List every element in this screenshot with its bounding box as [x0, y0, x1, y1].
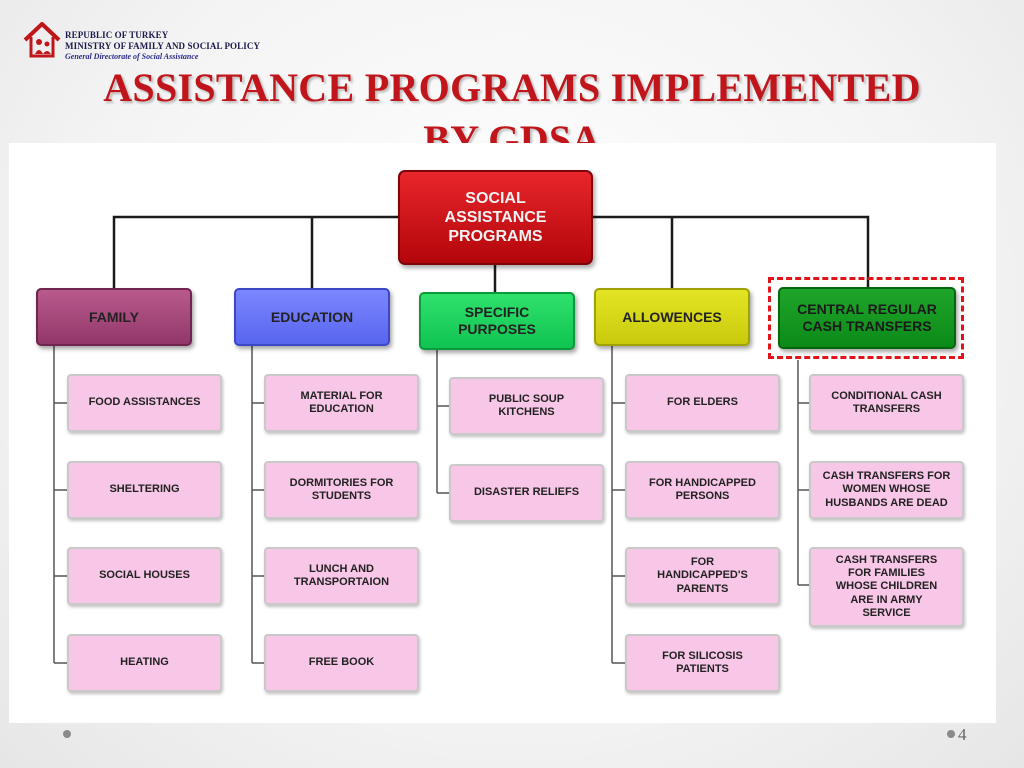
- leaf-free-book: FREE BOOK: [264, 634, 419, 692]
- leaf-dormitories-text: DORMITORIES FOR STUDENTS: [289, 476, 394, 502]
- root-node-social-assistance-programs: SOCIAL ASSISTANCE PROGRAMS: [398, 170, 593, 265]
- ministry-header: REPUBLIC OF TURKEY MINISTRY OF FAMILY AN…: [65, 30, 260, 62]
- leaf-for-handicappeds-parents: FOR HANDICAPPED'S PARENTS: [625, 547, 780, 605]
- ministry-logo-icon: [22, 20, 62, 60]
- leaf-sheltering: SHELTERING: [67, 461, 222, 519]
- leaf-food-assistances: FOOD ASSISTANCES: [67, 374, 222, 432]
- leaf-dormitories-for-students: DORMITORIES FOR STUDENTS: [264, 461, 419, 519]
- leaf-material-for-education-text: MATERIAL FOR EDUCATION: [300, 389, 383, 415]
- leaf-social-houses: SOCIAL HOUSES: [67, 547, 222, 605]
- root-label-line-3: PROGRAMS: [448, 228, 543, 246]
- leaf-handicapped-persons-text: FOR HANDICAPPED PERSONS: [649, 476, 756, 502]
- footer-bullet-right: [947, 730, 955, 738]
- footer-bullet-left: [63, 730, 71, 738]
- category-family: FAMILY: [36, 288, 192, 346]
- ministry-line-2: MINISTRY OF FAMILY AND SOCIAL POLICY: [65, 41, 261, 51]
- leaf-handicappeds-parents-text: FOR HANDICAPPED'S PARENTS: [657, 556, 748, 595]
- root-label-line-2: ASSISTANCE: [444, 208, 547, 226]
- category-specific-purposes: SPECIFIC PURPOSES: [419, 292, 575, 350]
- category-central-regular-cash-transfers: CENTRAL REGULAR CASH TRANSFERS: [778, 287, 956, 349]
- leaf-for-elders: FOR ELDERS: [625, 374, 780, 432]
- root-label-line-1: SOCIAL: [465, 189, 526, 207]
- page-number: 4: [958, 725, 967, 744]
- leaf-cash-transfers-women: CASH TRANSFERS FOR WOMEN WHOSE HUSBANDS …: [809, 461, 964, 519]
- highlight-dashed-frame: [768, 277, 964, 359]
- category-central-label: CENTRAL REGULAR CASH TRANSFERS: [797, 301, 937, 334]
- leaf-disaster-reliefs: DISASTER RELIEFS: [449, 464, 604, 522]
- category-education: EDUCATION: [234, 288, 390, 346]
- leaf-public-soup-kitchens: PUBLIC SOUP KITCHENS: [449, 377, 604, 435]
- ministry-line-1: REPUBLIC OF TURKEY: [65, 30, 169, 40]
- leaf-soup-text: PUBLIC SOUP KITCHENS: [488, 392, 565, 418]
- leaf-conditional-text: CONDITIONAL CASH TRANSFERS: [831, 389, 942, 415]
- leaf-for-handicapped-persons: FOR HANDICAPPED PERSONS: [625, 461, 780, 519]
- ministry-line-3: General Directorate of Social Assistance: [65, 52, 199, 61]
- leaf-silicosis-text: FOR SILICOSIS PATIENTS: [662, 649, 743, 675]
- leaf-lunch-text: LUNCH AND TRANSPORTAION: [293, 562, 390, 588]
- category-specific-purposes-label: SPECIFIC PURPOSES: [458, 304, 536, 337]
- leaf-lunch-and-transportaion: LUNCH AND TRANSPORTAION: [264, 547, 419, 605]
- leaf-conditional-cash-transfers: CONDITIONAL CASH TRANSFERS: [809, 374, 964, 432]
- leaf-for-silicosis-patients: FOR SILICOSIS PATIENTS: [625, 634, 780, 692]
- leaf-women-text: CASH TRANSFERS FOR WOMEN WHOSE HUSBANDS …: [822, 470, 951, 509]
- leaf-army-text: CASH TRANSFERS FOR FAMILIES WHOSE CHILDR…: [835, 554, 938, 619]
- leaf-heating: HEATING: [67, 634, 222, 692]
- leaf-cash-transfers-families-army: CASH TRANSFERS FOR FAMILIES WHOSE CHILDR…: [809, 547, 964, 627]
- category-allowences: ALLOWENCES: [594, 288, 750, 346]
- leaf-material-for-education: MATERIAL FOR EDUCATION: [264, 374, 419, 432]
- page-title-line-1: ASSISTANCE PROGRAMS IMPLEMENTED: [103, 65, 921, 110]
